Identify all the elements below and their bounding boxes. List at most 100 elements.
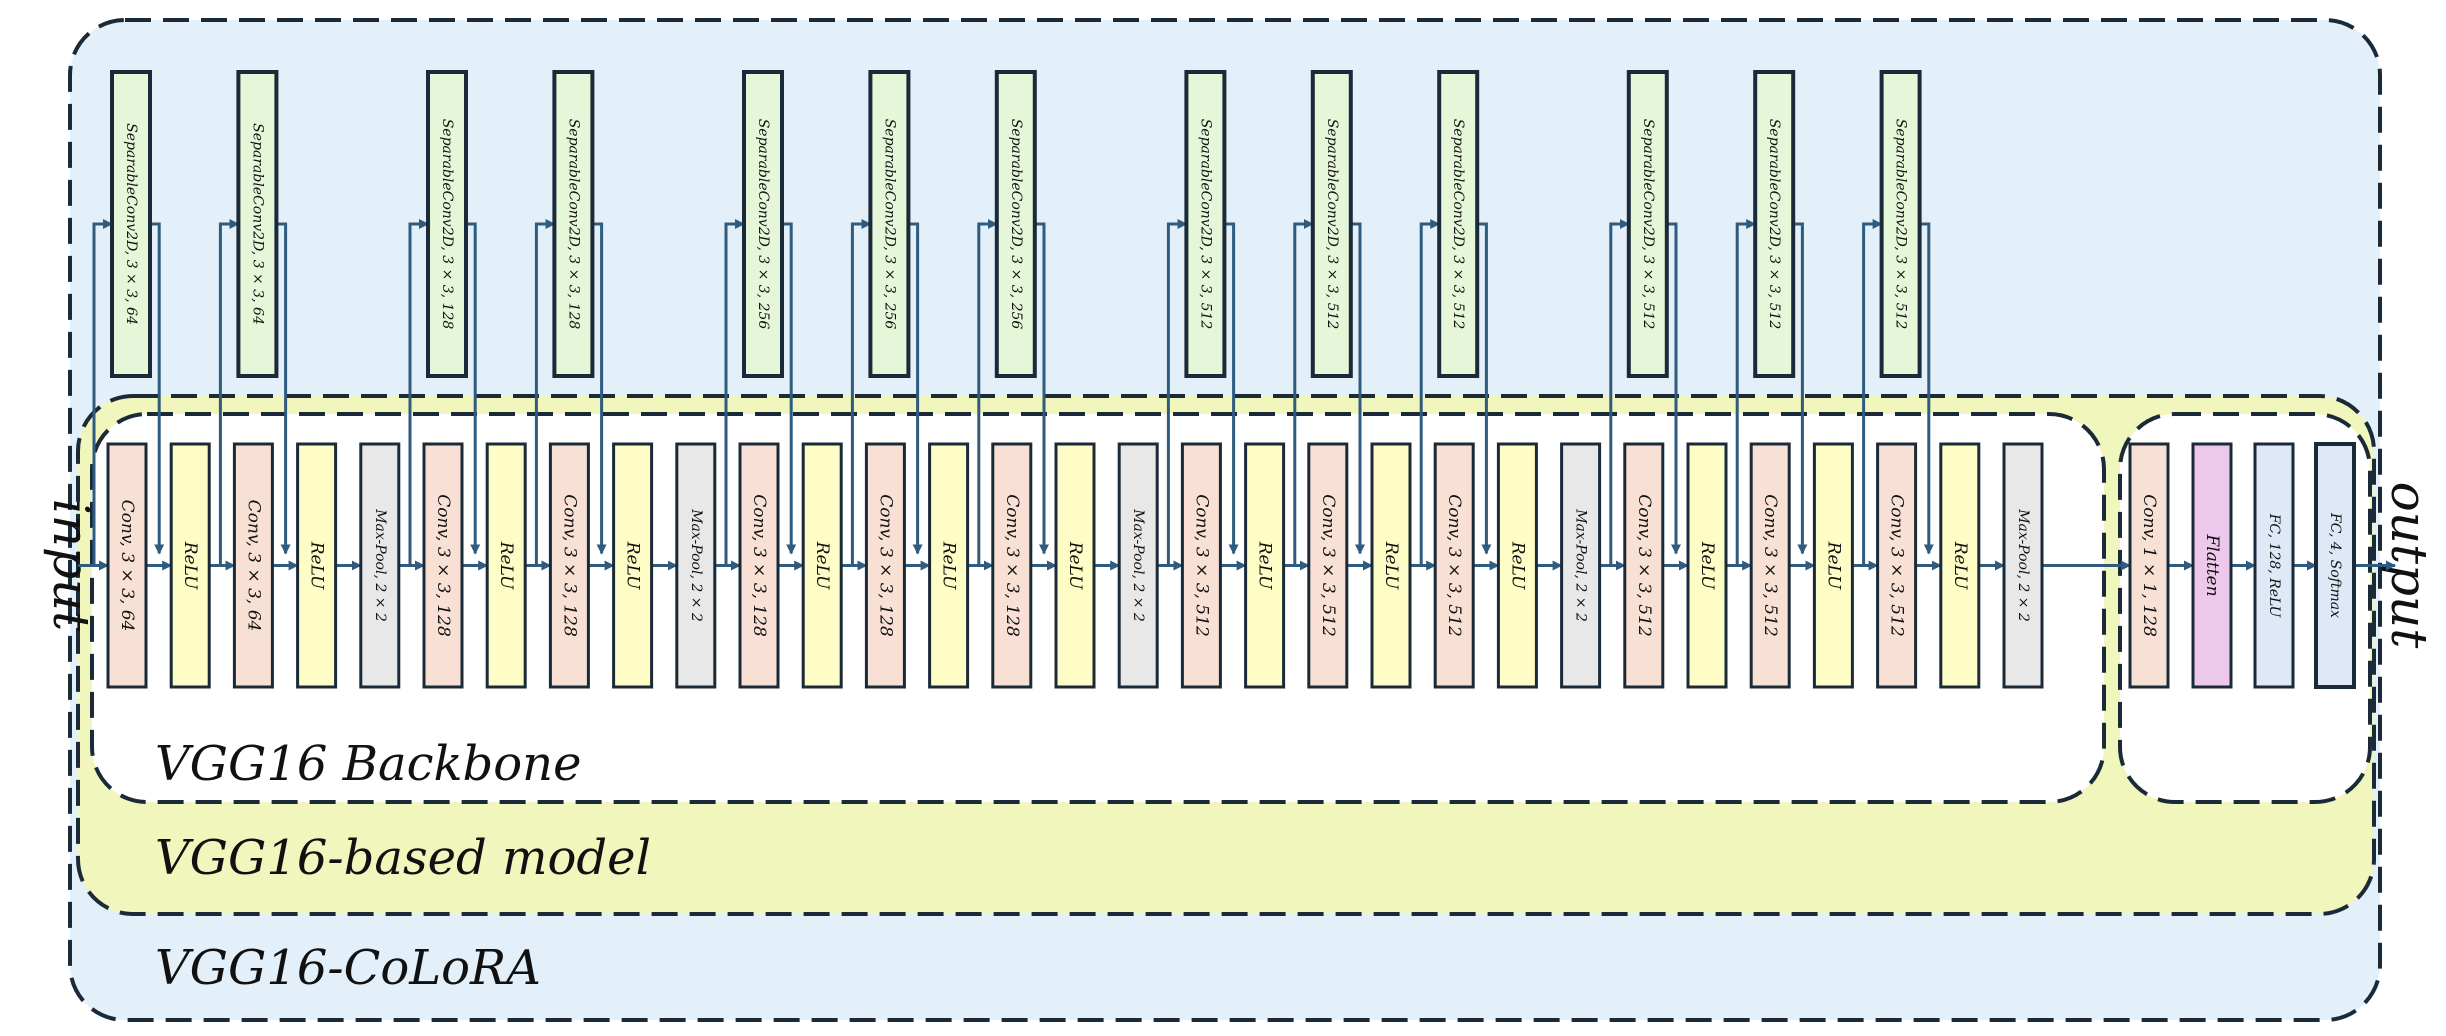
backbone-block-relu-label: ReLU (496, 541, 516, 590)
branch-in-arrow (1609, 219, 1630, 566)
backbone-block-conv: Conv, 3 × 3, 512 (1623, 442, 1665, 689)
backbone-block-relu-box (1054, 442, 1096, 689)
separable-conv-block: SeparableConv2D, 3 × 3, 512 (1437, 70, 1480, 378)
backbone-block-conv-box (422, 442, 464, 689)
branch-out-arrow (908, 222, 923, 555)
branch-out-arrow (1477, 222, 1492, 555)
separable-conv-block: SeparableConv2D, 3 × 3, 256 (868, 70, 911, 378)
branch-out-arrow (1224, 222, 1239, 555)
backbone-block-relu-label: ReLU (1823, 541, 1843, 590)
backbone-block-relu: ReLU (1244, 442, 1286, 689)
backbone-block-relu-label: ReLU (1381, 541, 1401, 590)
separable-conv-block-box (1753, 70, 1796, 378)
head-block-fc-box (2253, 442, 2295, 689)
backbone-block-relu-label: ReLU (180, 541, 200, 590)
branch-out-arrow (1919, 222, 1934, 555)
backbone-block-relu: ReLU (1054, 442, 1096, 689)
branch-in-arrow (534, 219, 556, 566)
separable-conv-block: SeparableConv2D, 3 × 3, 512 (1879, 70, 1922, 378)
connections (78, 219, 2396, 571)
branch-in-arrow (977, 219, 998, 566)
backbone-block-pool: Max-Pool, 2 × 2 (675, 442, 717, 689)
backbone-block-relu: ReLU (296, 442, 338, 689)
backbone-block-conv-box (738, 442, 780, 689)
backbone-block-pool-box (2002, 442, 2044, 689)
backbone-block-pool-box (1560, 442, 1602, 689)
backbone-block-conv-label: Conv, 3 × 3, 128 (1002, 494, 1022, 637)
backbone-block-relu-box (1244, 442, 1286, 689)
branch-in-arrow (1293, 219, 1314, 566)
backbone-block-relu: ReLU (1939, 442, 1981, 689)
separable-conv-block-box (1879, 70, 1922, 378)
backbone-block-conv: Conv, 3 × 3, 128 (548, 442, 590, 689)
backbone-block-relu-box (296, 442, 338, 689)
backbone-block-conv-label: Conv, 3 × 3, 512 (1318, 494, 1338, 637)
backbone-block-conv-box (106, 442, 148, 689)
backbone-block-conv-label: Conv, 3 × 3, 512 (1760, 494, 1780, 637)
backbone-block-conv-box (991, 442, 1033, 689)
backbone-block-conv-label: Conv, 3 × 3, 512 (1634, 494, 1654, 637)
separable-conv-block-label: SeparableConv2D, 3 × 3, 256 (881, 119, 897, 330)
separable-conv-block-label: SeparableConv2D, 3 × 3, 256 (755, 119, 771, 330)
separable-conv-block-label: SeparableConv2D, 3 × 3, 64 (123, 123, 139, 325)
separable-conv-block-label: SeparableConv2D, 3 × 3, 128 (565, 119, 581, 330)
backbone-block-relu-box (1812, 442, 1854, 689)
backbone-block-pool: Max-Pool, 2 × 2 (1560, 442, 1602, 689)
backbone-block-pool: Max-Pool, 2 × 2 (2002, 442, 2044, 689)
separable-conv-block: SeparableConv2D, 3 × 3, 256 (994, 70, 1037, 378)
branch-in-arrow (850, 219, 872, 566)
backbone-block-conv-label: Conv, 3 × 3, 128 (749, 494, 769, 637)
backbone-block-pool-box (359, 442, 401, 689)
backbone-block-relu: ReLU (1812, 442, 1854, 689)
backbone-block-conv-box (1180, 442, 1222, 689)
backbone-block-relu-label: ReLU (939, 541, 959, 590)
separable-conv-block-label: SeparableConv2D, 3 × 3, 512 (1766, 119, 1782, 330)
backbone-block-relu-box (485, 442, 527, 689)
backbone-block-relu: ReLU (1370, 442, 1412, 689)
head-block-flatten-label: Flatten (2202, 533, 2222, 596)
separable-conv-block: SeparableConv2D, 3 × 3, 64 (110, 70, 152, 378)
branch-in-arrow (218, 219, 240, 566)
backbone-block-pool-label: Max-Pool, 2 × 2 (2015, 508, 2031, 622)
separable-conv-block: SeparableConv2D, 3 × 3, 512 (1184, 70, 1227, 378)
branch-in-arrow (1862, 219, 1883, 566)
backbone-block-relu-box (1496, 442, 1538, 689)
backbone-block-pool: Max-Pool, 2 × 2 (359, 442, 401, 689)
separable-conv-block-box (236, 70, 279, 378)
backbone-block-conv: Conv, 3 × 3, 64 (106, 442, 148, 689)
branch-in-arrow (1419, 219, 1441, 566)
head-block-conv: Conv, 1 × 1, 128 (2128, 442, 2170, 689)
branch-in-arrow (724, 219, 745, 566)
separable-conv-block-box (868, 70, 911, 378)
backbone-block-conv: Conv, 3 × 3, 128 (422, 442, 464, 689)
separable-conv-block-label: SeparableConv2D, 3 × 3, 512 (1640, 119, 1656, 330)
backbone-block-relu: ReLU (1686, 442, 1728, 689)
backbone-block-relu: ReLU (485, 442, 527, 689)
backbone-block-relu: ReLU (612, 442, 654, 689)
backbone-block-conv-label: Conv, 3 × 3, 512 (1887, 494, 1907, 637)
branch-in-arrow (1735, 219, 1757, 566)
backbone-block-relu-label: ReLU (623, 541, 643, 590)
backbone-block-conv: Conv, 3 × 3, 128 (864, 442, 906, 689)
separable-conv-block-label: SeparableConv2D, 3 × 3, 128 (439, 119, 455, 330)
backbone-block-conv-label: Conv, 3 × 3, 128 (559, 494, 579, 637)
backbone-block-conv-box (1749, 442, 1791, 689)
separable-conv-block-box (1310, 70, 1353, 378)
separable-conv-block: SeparableConv2D, 3 × 3, 512 (1626, 70, 1669, 378)
backbone-block-conv: Conv, 3 × 3, 512 (1307, 442, 1349, 689)
backbone-block-relu-box (1370, 442, 1412, 689)
backbone-block-relu-label: ReLU (1255, 541, 1275, 590)
backbone-block-conv-label: Conv, 3 × 3, 512 (1444, 494, 1464, 637)
backbone-block-pool-label: Max-Pool, 2 × 2 (688, 508, 704, 622)
branch-out-arrow (592, 222, 607, 555)
backbone-block-conv-box (232, 442, 274, 689)
branch-out-arrow (276, 222, 291, 555)
separable-conv-block-box (1626, 70, 1669, 378)
backbone-block-conv-box (1307, 442, 1349, 689)
separable-conv-block-box (552, 70, 595, 378)
backbone-block-conv: Conv, 3 × 3, 512 (1876, 442, 1918, 689)
backbone-block-conv-box (864, 442, 906, 689)
separable-conv-block-label: SeparableConv2D, 3 × 3, 512 (1450, 119, 1466, 330)
backbone-block-pool-label: Max-Pool, 2 × 2 (372, 508, 388, 622)
backbone-block-relu-box (928, 442, 970, 689)
